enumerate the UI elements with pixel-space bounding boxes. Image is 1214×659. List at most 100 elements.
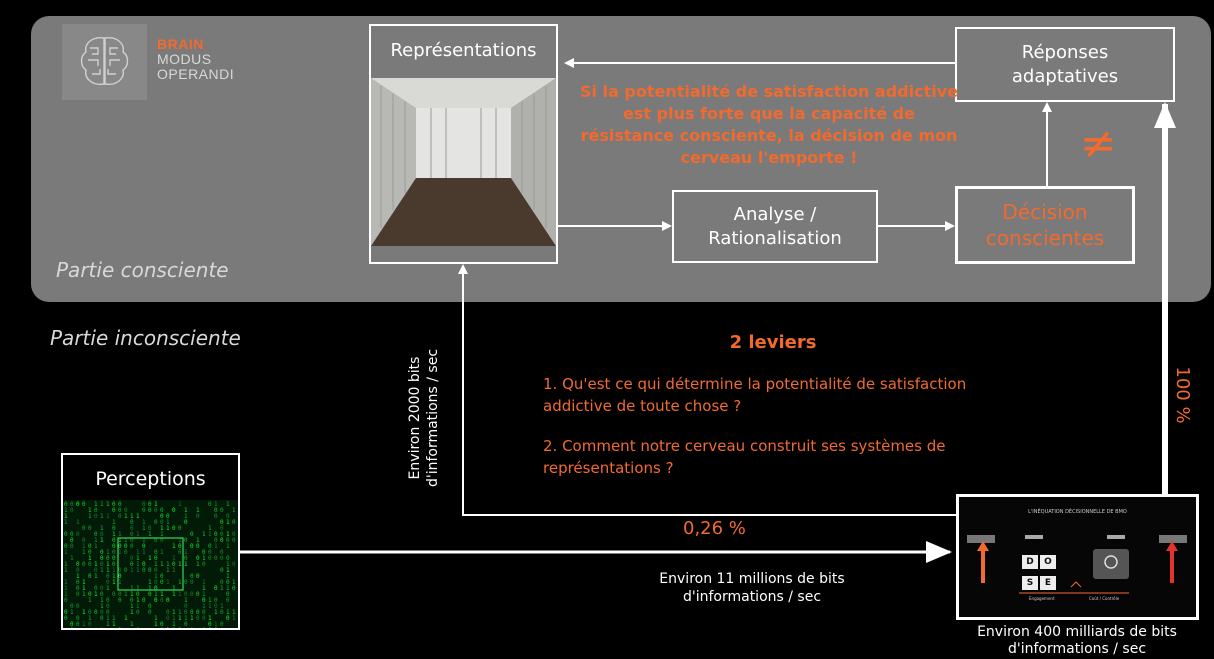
svg-text:0: 0 (232, 519, 236, 526)
svg-text:0: 0 (184, 603, 188, 610)
svg-text:0: 0 (124, 543, 128, 550)
svg-text:1: 1 (226, 609, 230, 616)
svg-text:0: 0 (112, 591, 116, 598)
svg-text:1: 1 (106, 549, 110, 556)
svg-text:0: 0 (202, 609, 206, 616)
matrix-image: 0111001111110000000010100010001000000000… (63, 500, 238, 628)
svg-text:1: 1 (166, 561, 170, 568)
svg-text:1: 1 (94, 543, 98, 550)
brand-line-2: MODUS (157, 51, 212, 67)
svg-text:1: 1 (136, 531, 140, 538)
svg-text:1: 1 (82, 579, 86, 586)
svg-text:0: 0 (142, 561, 146, 568)
svg-text:1: 1 (136, 567, 140, 574)
svg-text:0: 0 (232, 585, 236, 592)
svg-text:0: 0 (136, 609, 140, 616)
svg-text:0: 0 (112, 507, 116, 514)
svg-text:0: 0 (76, 603, 80, 610)
svg-text:1: 1 (124, 615, 128, 622)
svg-text:0: 0 (64, 543, 68, 550)
svg-text:0: 0 (154, 555, 158, 562)
svg-text:1: 1 (130, 585, 134, 592)
svg-text:1: 1 (154, 501, 158, 508)
svg-text:1: 1 (226, 573, 230, 580)
svg-text:0: 0 (166, 615, 170, 622)
svg-text:1: 1 (226, 561, 230, 568)
svg-text:1: 1 (64, 585, 68, 592)
svg-text:1: 1 (88, 555, 92, 562)
svg-text:1: 1 (154, 573, 158, 580)
svg-text:1: 1 (130, 609, 134, 616)
svg-text:0: 0 (196, 591, 200, 598)
svg-text:1: 1 (148, 579, 152, 586)
svg-text:1: 1 (88, 513, 92, 520)
svg-text:1: 1 (82, 549, 86, 556)
svg-text:1: 1 (178, 579, 182, 586)
svg-text:0: 0 (190, 531, 194, 538)
svg-text:0: 0 (160, 537, 164, 544)
svg-text:0: 0 (214, 507, 218, 514)
svg-text:1: 1 (136, 561, 140, 568)
svg-text:1: 1 (112, 519, 116, 526)
svg-text:0: 0 (118, 573, 122, 580)
svg-text:1: 1 (118, 549, 122, 556)
svg-text:0: 0 (106, 609, 110, 616)
svg-text:0: 0 (154, 549, 158, 556)
svg-text:0: 0 (94, 567, 98, 574)
svg-text:1: 1 (82, 591, 86, 598)
svg-text:0: 0 (148, 609, 152, 616)
svg-text:0: 0 (94, 513, 98, 520)
svg-text:1: 1 (100, 525, 104, 532)
svg-text:0: 0 (106, 579, 110, 586)
svg-text:1: 1 (202, 555, 206, 562)
svg-text:0: 0 (118, 567, 122, 574)
svg-text:0: 0 (208, 501, 212, 508)
svg-text:0: 0 (214, 555, 218, 562)
svg-text:1: 1 (208, 531, 212, 538)
analysis-box: Analyse / Rationalisation (672, 190, 878, 263)
svg-text:1: 1 (232, 615, 236, 622)
svg-text:1: 1 (196, 561, 200, 568)
svg-text:1: 1 (154, 591, 158, 598)
svg-text:0: 0 (202, 561, 206, 568)
svg-text:1: 1 (136, 597, 140, 604)
svg-text:0: 0 (100, 561, 104, 568)
svg-text:1: 1 (112, 621, 116, 628)
letter-s: S (1022, 576, 1038, 590)
svg-text:0: 0 (160, 579, 164, 586)
svg-text:0: 0 (112, 525, 116, 532)
svg-text:1: 1 (214, 621, 218, 628)
svg-text:1: 1 (184, 597, 188, 604)
svg-text:0: 0 (160, 519, 164, 526)
svg-text:1: 1 (82, 621, 86, 628)
svg-text:1: 1 (166, 567, 170, 574)
svg-text:0: 0 (148, 567, 152, 574)
svg-text:1: 1 (112, 615, 116, 622)
svg-text:0: 0 (208, 621, 212, 628)
svg-text:1: 1 (100, 597, 104, 604)
svg-text:1: 1 (208, 597, 212, 604)
svg-text:0: 0 (130, 531, 134, 538)
svg-text:1: 1 (100, 513, 104, 520)
svg-text:1: 1 (232, 579, 236, 586)
svg-text:0: 0 (214, 537, 218, 544)
svg-text:0: 0 (82, 525, 86, 532)
svg-text:0: 0 (178, 549, 182, 556)
svg-text:0: 0 (220, 519, 224, 526)
svg-text:0: 0 (148, 507, 152, 514)
svg-text:1: 1 (184, 561, 188, 568)
svg-text:0: 0 (142, 543, 146, 550)
svg-text:0: 0 (154, 519, 158, 526)
svg-text:1: 1 (154, 615, 158, 622)
svg-text:0: 0 (76, 615, 80, 622)
svg-text:1: 1 (178, 609, 182, 616)
svg-text:0: 0 (70, 501, 74, 508)
svg-text:0: 0 (64, 531, 68, 538)
svg-text:0: 0 (208, 543, 212, 550)
letter-d: D (1022, 555, 1038, 569)
perceptions-box: Perceptions 0111001111110000000010100010… (61, 453, 240, 630)
svg-text:0: 0 (226, 537, 230, 544)
svg-text:1: 1 (190, 615, 194, 622)
